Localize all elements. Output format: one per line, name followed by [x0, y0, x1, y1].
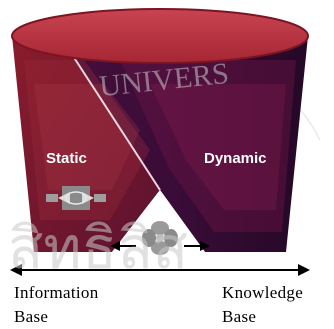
left-axis-label-line1: Information	[14, 283, 99, 302]
dynamic-panel-inner	[150, 84, 286, 210]
four-petal-flower-icon	[142, 221, 178, 255]
right-axis-label-line2: Base	[222, 307, 256, 326]
static-label: Static	[46, 150, 87, 167]
center-double-arrow	[110, 241, 210, 251]
center-notch	[112, 190, 205, 252]
cylinder-top	[11, 8, 309, 64]
knowledge-axis	[10, 264, 310, 276]
static-panel-outer	[24, 60, 150, 220]
exchange-arrows-icon	[46, 186, 106, 210]
left-axis-label-line2: Base	[14, 307, 48, 326]
right-axis-label-line1: Knowledge	[222, 283, 303, 302]
dynamic-panel-outer	[120, 60, 296, 232]
dynamic-label: Dynamic	[204, 150, 267, 167]
watermark-bottom-text: สิทธิลิส	[8, 216, 188, 281]
dynamic-face	[12, 36, 308, 252]
static-panel-inner	[34, 84, 140, 190]
